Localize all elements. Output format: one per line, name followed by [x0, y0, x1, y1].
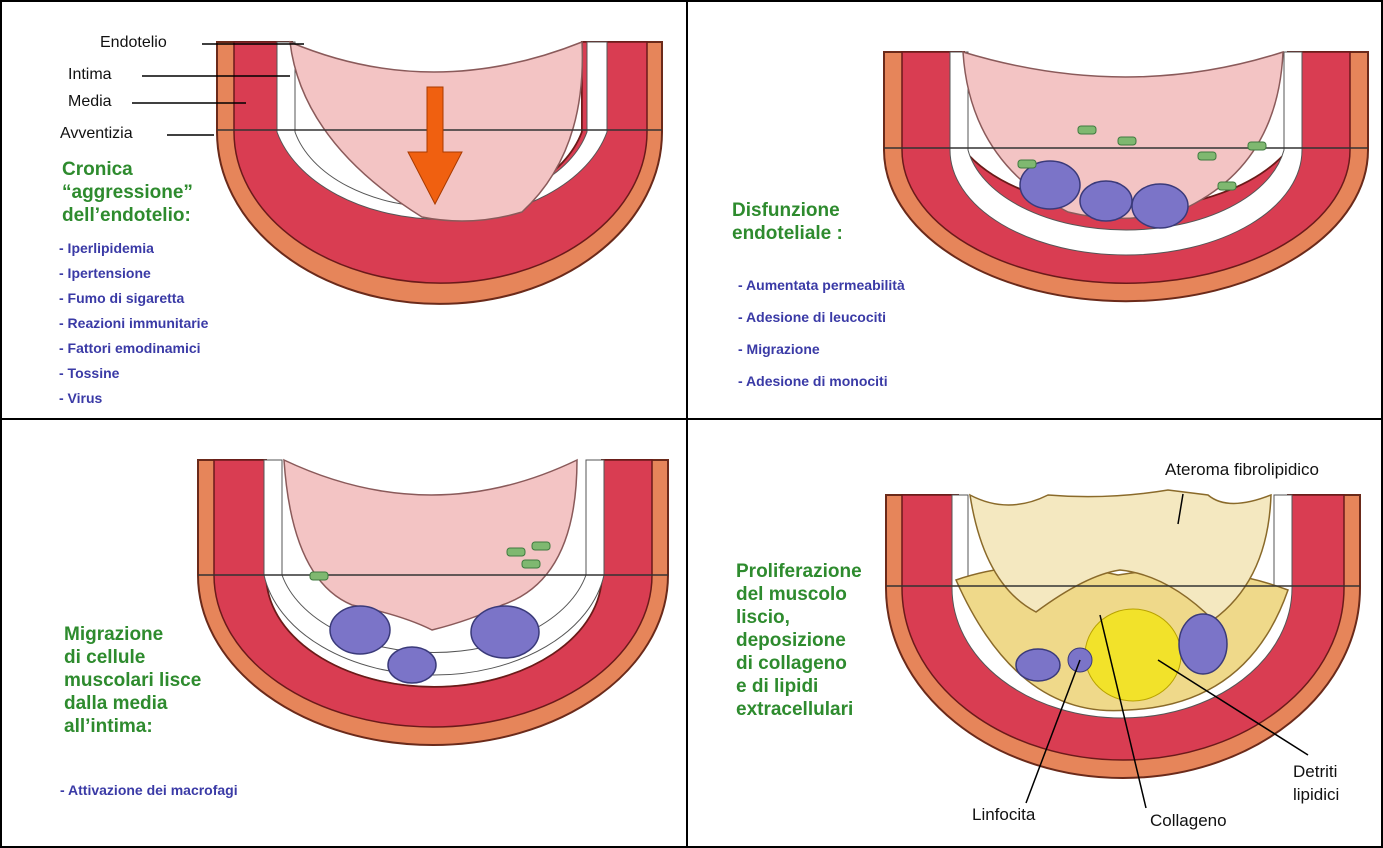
list-item: - Virus	[59, 390, 208, 415]
macrophage-list: - Attivazione dei macrofagi	[60, 782, 238, 798]
list-item: - Fumo di sigaretta	[59, 290, 208, 315]
dysfunction-list: - Aumentata permeabilità - Adesione di l…	[738, 277, 905, 405]
panel-smooth-muscle-migration: Migrazione di cellule muscolari lisce da…	[0, 418, 688, 848]
risk-factor-list: - Iperlipidemia - Ipertensione - Fumo di…	[59, 240, 208, 415]
list-item: - Attivazione dei macrofagi	[60, 782, 238, 798]
panel-fibrolipid-atheroma: Proliferazione del muscolo liscio, depos…	[686, 418, 1383, 848]
label-adventitia: Avventizia	[60, 125, 133, 143]
list-item: - Adesione di monociti	[738, 373, 905, 405]
list-item: - Aumentata permeabilità	[738, 277, 905, 309]
list-item: - Fattori emodinamici	[59, 340, 208, 365]
lipid-core	[1085, 609, 1181, 701]
list-item: - Reazioni immunitarie	[59, 315, 208, 340]
list-item: - Iperlipidemia	[59, 240, 208, 265]
label-media: Media	[68, 93, 112, 111]
heading-panel1: Cronica “aggressione” dell’endotelio:	[62, 158, 193, 227]
label-endothelium: Endotelio	[100, 34, 167, 52]
label-lipid-debris: Detriti lipidici	[1293, 760, 1339, 806]
label-collagen: Collageno	[1150, 811, 1227, 831]
panel-chronic-injury: Endotelio Intima Media Avventizia Cronic…	[0, 0, 688, 420]
heading-panel2: Disfunzione endoteliale :	[732, 199, 843, 245]
heading-panel4: Proliferazione del muscolo liscio, depos…	[736, 560, 862, 721]
heading-panel3: Migrazione di cellule muscolari lisce da…	[64, 623, 201, 738]
list-item: - Migrazione	[738, 341, 905, 373]
label-lymphocyte: Linfocita	[972, 805, 1035, 825]
label-atheroma: Ateroma fibrolipidico	[1165, 460, 1319, 480]
label-intima: Intima	[68, 66, 112, 84]
list-item: - Ipertensione	[59, 265, 208, 290]
panel-endothelial-dysfunction: Disfunzione endoteliale : - Aumentata pe…	[686, 0, 1383, 420]
list-item: - Adesione di leucociti	[738, 309, 905, 341]
list-item: - Tossine	[59, 365, 208, 390]
